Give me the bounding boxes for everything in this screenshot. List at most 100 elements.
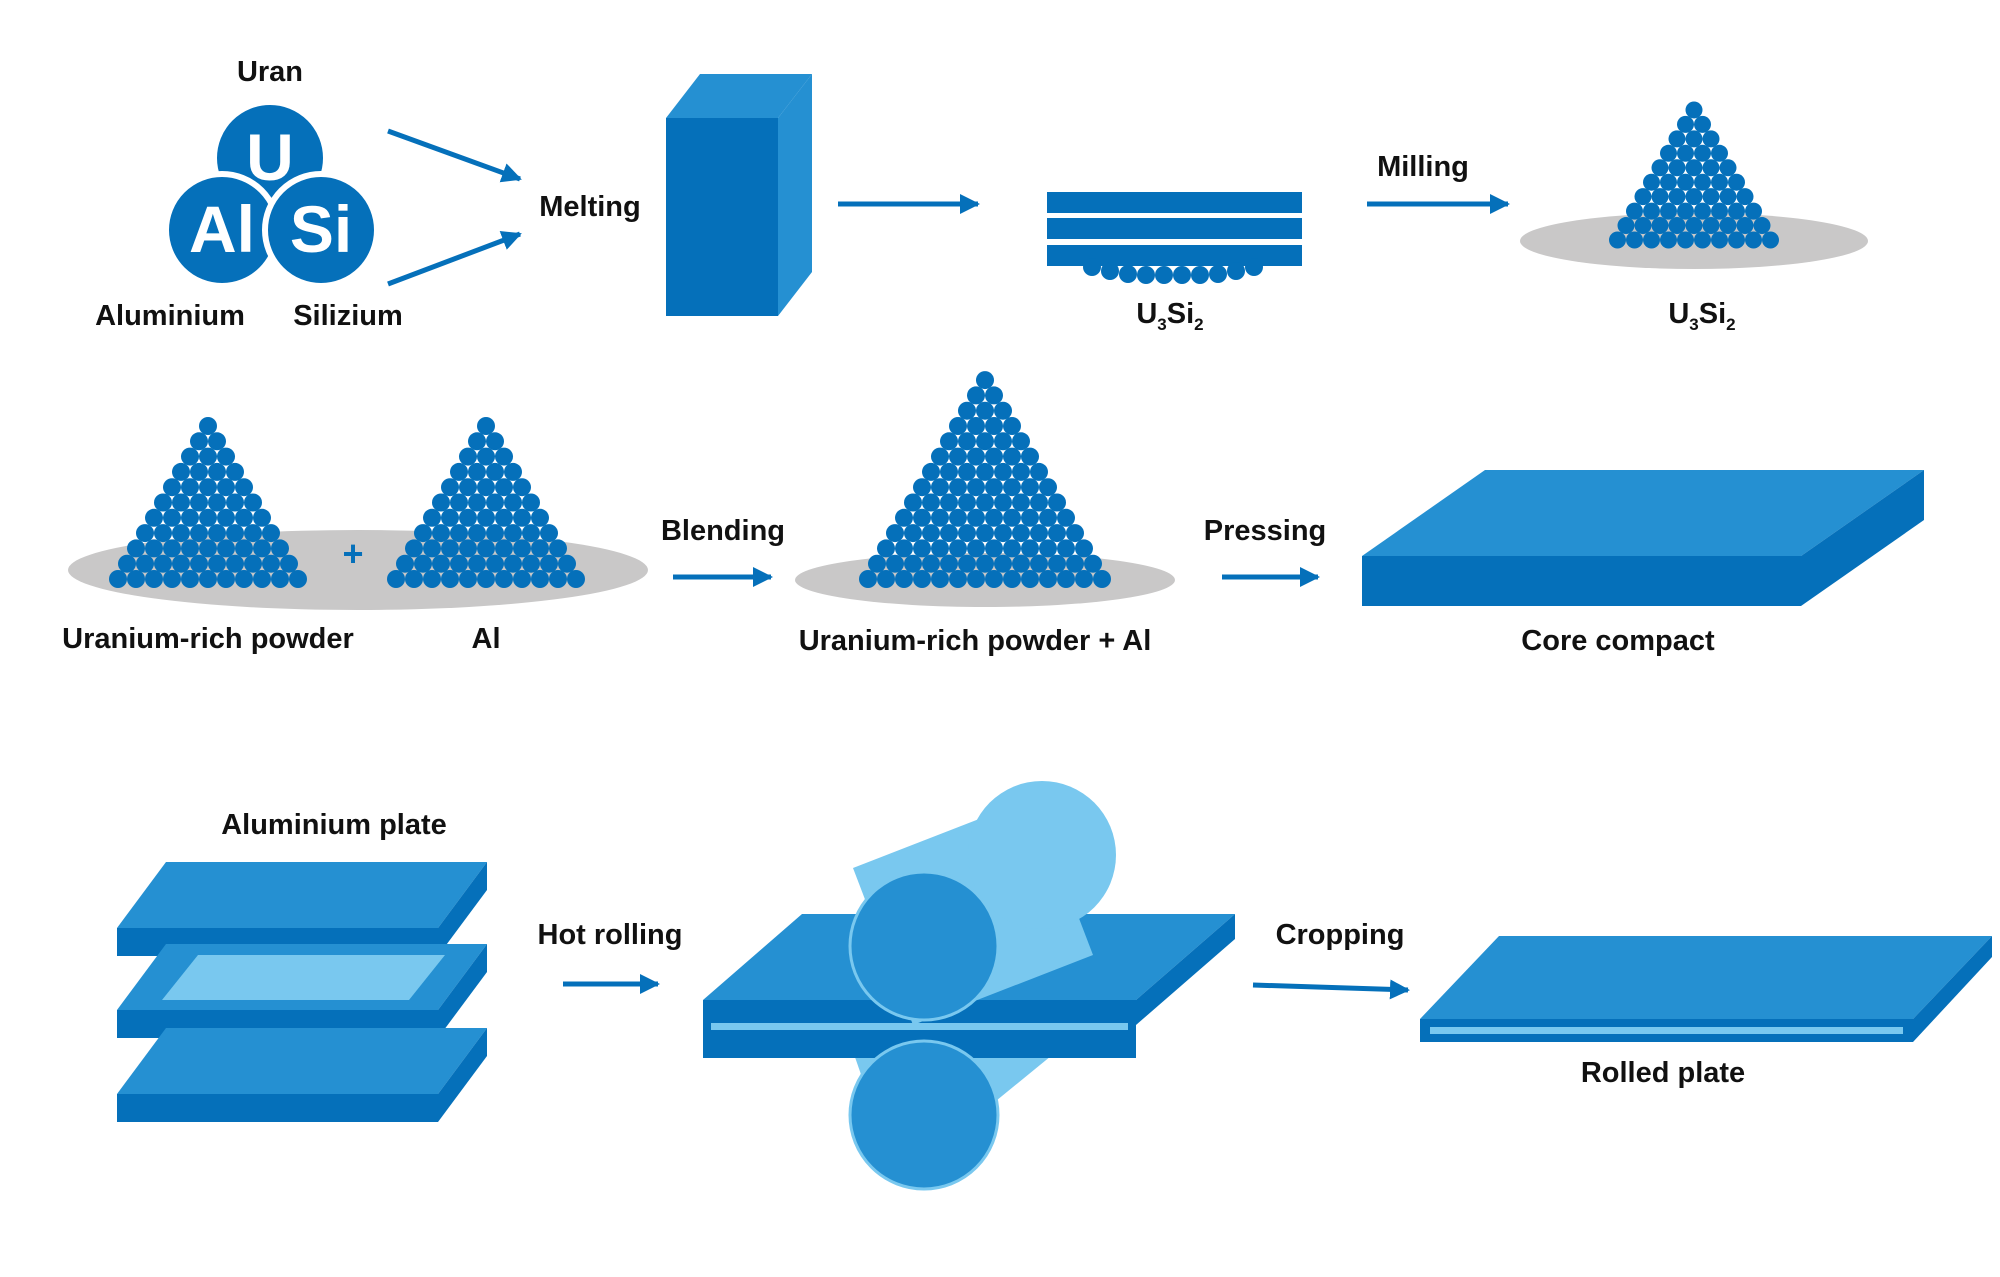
powder-particle	[1702, 188, 1720, 206]
element-circles: U Al Si	[163, 99, 380, 289]
powder-particle	[886, 554, 904, 573]
powder-particle	[477, 447, 495, 466]
powder-particle	[931, 447, 949, 466]
powder-particle	[1728, 231, 1745, 249]
powder-particle	[136, 554, 154, 573]
powder-particle	[1694, 144, 1711, 162]
powder-particle	[895, 539, 913, 558]
powder-particle	[280, 554, 298, 573]
core-compact	[1362, 470, 1924, 606]
silizium-circle	[262, 171, 380, 289]
powder-particle	[877, 570, 895, 588]
powder-particle	[1694, 231, 1711, 249]
powder-particle	[1609, 231, 1626, 249]
powder-particle	[199, 539, 217, 558]
powder-particle	[567, 570, 585, 588]
powder-particle	[1643, 231, 1660, 249]
uranium-powder-and-al-dish	[68, 417, 648, 610]
powder-particle	[450, 524, 468, 543]
powder-particle	[994, 432, 1012, 451]
silizium-label: Silizium	[293, 300, 403, 332]
powder-particle	[118, 554, 136, 573]
powder-particle	[1048, 554, 1066, 573]
powder-particle	[1745, 202, 1762, 220]
powder-particle	[1685, 159, 1703, 177]
powder-particle	[181, 570, 199, 588]
powder-particle	[1066, 554, 1084, 573]
powder-particle	[486, 462, 504, 481]
powder-particle	[1075, 570, 1093, 588]
powder-particle	[1651, 217, 1669, 235]
powder-particle	[163, 539, 181, 558]
powder-particle	[940, 554, 958, 573]
powder-particle	[1057, 570, 1075, 588]
powder-particle	[967, 417, 985, 435]
powder-particle	[441, 539, 459, 558]
powder-particle	[931, 570, 949, 588]
powder-particle	[172, 462, 190, 481]
powder-particle	[949, 478, 967, 497]
powder-particle	[1694, 115, 1711, 133]
powder-particle	[1021, 447, 1039, 466]
ingot-block	[666, 74, 812, 316]
powder-particle	[414, 524, 432, 543]
powder-particle	[217, 539, 235, 558]
powder-particle	[994, 462, 1012, 481]
powder-particle	[1685, 101, 1703, 119]
powder-particle	[1048, 493, 1066, 512]
symbol-al: Al	[189, 192, 255, 266]
powder-particle	[432, 493, 450, 512]
powder-particle	[477, 570, 495, 588]
powder-particle	[441, 570, 459, 588]
powder-particle	[441, 478, 459, 497]
powder-particle	[895, 508, 913, 527]
powder-particle	[931, 508, 949, 527]
powder-particle	[967, 539, 985, 558]
powder-particle	[1012, 493, 1030, 512]
aluminium-plate-stack	[117, 862, 487, 1122]
powder-particle	[949, 417, 967, 435]
powder-particle	[172, 493, 190, 512]
powder-particle	[976, 493, 994, 512]
powder-particle	[913, 539, 931, 558]
powder-particle	[1668, 188, 1686, 206]
powder-particle	[994, 401, 1012, 420]
powder-particle	[154, 493, 172, 512]
powder-particle	[468, 493, 486, 512]
powder-particle	[486, 524, 504, 543]
powder-particle	[432, 524, 450, 543]
powder-particle	[1643, 173, 1660, 191]
powder-particle	[208, 493, 226, 512]
cropping-label: Cropping	[1276, 919, 1405, 951]
powder-particle	[549, 570, 567, 588]
powder-particle	[459, 508, 477, 527]
arrow-uran-to-melting	[387, 128, 522, 183]
powder-particle	[967, 508, 985, 527]
powder-particle	[450, 493, 468, 512]
powder-particle	[1685, 217, 1703, 235]
powder-particle	[504, 493, 522, 512]
aluminium-label: Aluminium	[95, 300, 245, 332]
powder-particle	[922, 493, 940, 512]
powder-particle	[904, 524, 922, 543]
powder-particle	[940, 432, 958, 451]
powder-particle	[271, 570, 289, 588]
powder-particle	[190, 493, 208, 512]
powder-particle	[217, 447, 235, 466]
powder-particle	[1702, 217, 1720, 235]
powder-particle	[405, 570, 423, 588]
powder-particle	[1728, 202, 1745, 220]
powder-particle	[877, 539, 895, 558]
powder-particle	[1003, 447, 1021, 466]
powder-particle	[199, 478, 217, 497]
powder-particle	[1728, 173, 1745, 191]
powder-particle	[1003, 570, 1021, 588]
powder-particle	[1762, 231, 1779, 249]
powder-particle	[904, 554, 922, 573]
powder-particle	[1677, 202, 1694, 220]
powder-particle	[976, 371, 994, 390]
powder-particle	[1753, 217, 1771, 235]
arrow-cropping	[1252, 979, 1410, 1000]
powder-particle	[1093, 570, 1111, 588]
powder-particle	[190, 554, 208, 573]
